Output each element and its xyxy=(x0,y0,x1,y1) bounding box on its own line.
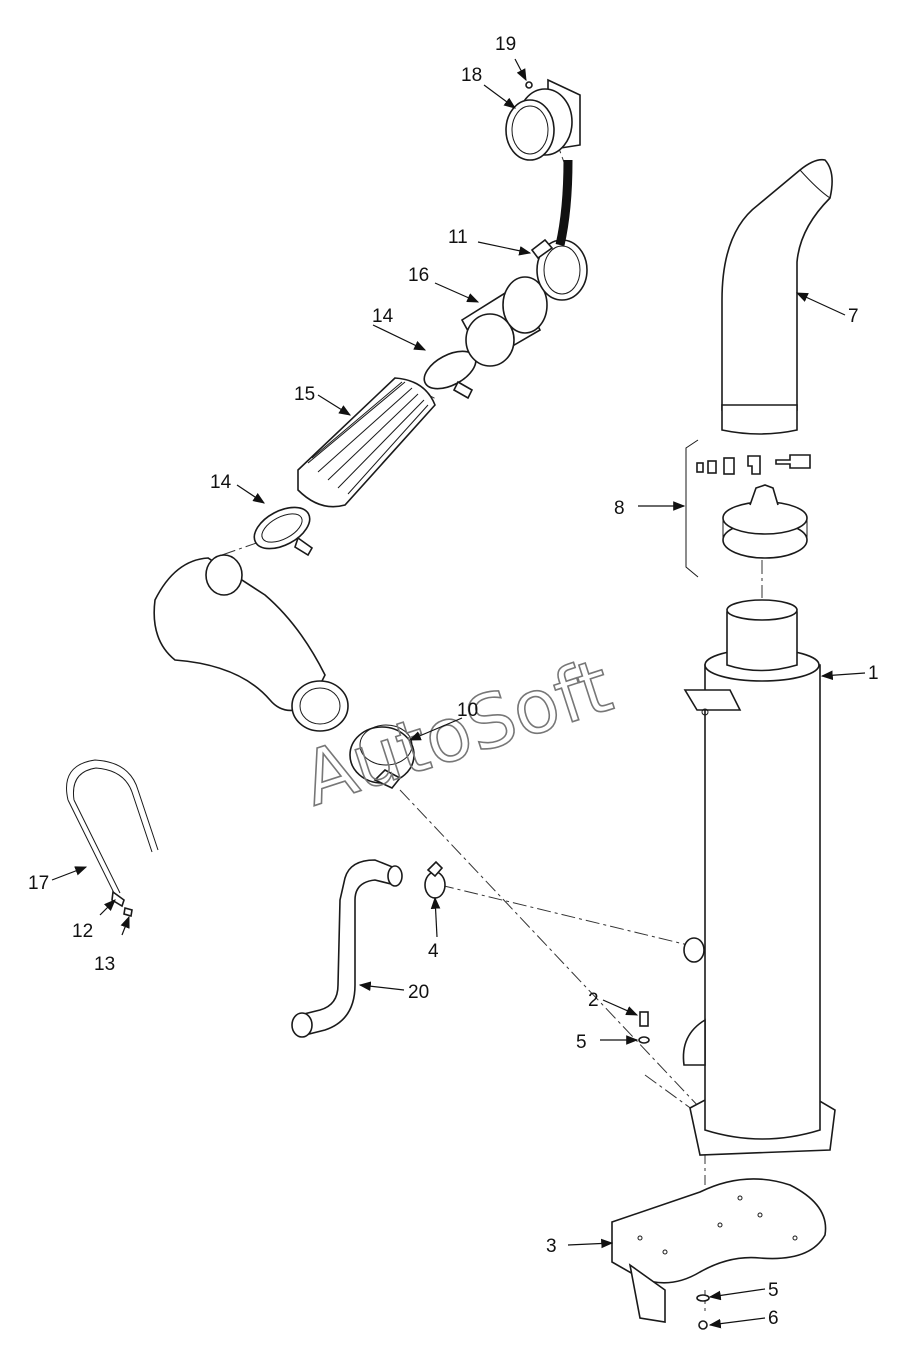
elbow-pipe xyxy=(153,554,415,789)
radiator-hose xyxy=(291,859,446,1038)
callout-3: 3 xyxy=(546,1236,557,1257)
callout-18: 18 xyxy=(461,65,482,86)
callout-5-upper: 5 xyxy=(576,1032,587,1053)
flex-hose-assembly xyxy=(253,350,477,557)
watermark-text: AutoSoft xyxy=(293,643,622,823)
centerlines xyxy=(221,109,763,1312)
callout-20: 20 xyxy=(408,982,429,1003)
callout-13: 13 xyxy=(94,954,115,975)
pipe-adapter xyxy=(460,276,548,367)
callout-7: 7 xyxy=(848,306,859,327)
callout-4: 4 xyxy=(428,941,439,962)
callout-17: 17 xyxy=(28,873,49,894)
callout-19: 19 xyxy=(495,34,516,55)
callout-2: 2 xyxy=(588,990,599,1011)
callout-5-lower: 5 xyxy=(768,1280,779,1301)
callout-11: 11 xyxy=(448,227,468,248)
exhaust-flange xyxy=(505,78,581,247)
callout-numbers: 1 2 3 4 5 5 6 7 8 10 11 12 13 14 14 15 1… xyxy=(28,34,879,1329)
callout-10: 10 xyxy=(457,700,478,721)
callout-8: 8 xyxy=(614,498,625,519)
curved-stack-pipe xyxy=(721,158,833,435)
callout-12: 12 xyxy=(72,921,93,942)
clamp-hardware-kit xyxy=(685,439,811,578)
u-rod xyxy=(66,759,159,918)
callout-16: 16 xyxy=(408,265,429,286)
leader-lines xyxy=(51,58,866,1329)
callout-14-lower: 14 xyxy=(210,472,232,493)
muffler xyxy=(682,599,836,1156)
mounting-plate xyxy=(611,1178,827,1323)
callout-1: 1 xyxy=(868,663,879,684)
callout-15: 15 xyxy=(294,384,315,405)
callout-6: 6 xyxy=(768,1308,779,1329)
callout-14-upper: 14 xyxy=(372,306,394,327)
